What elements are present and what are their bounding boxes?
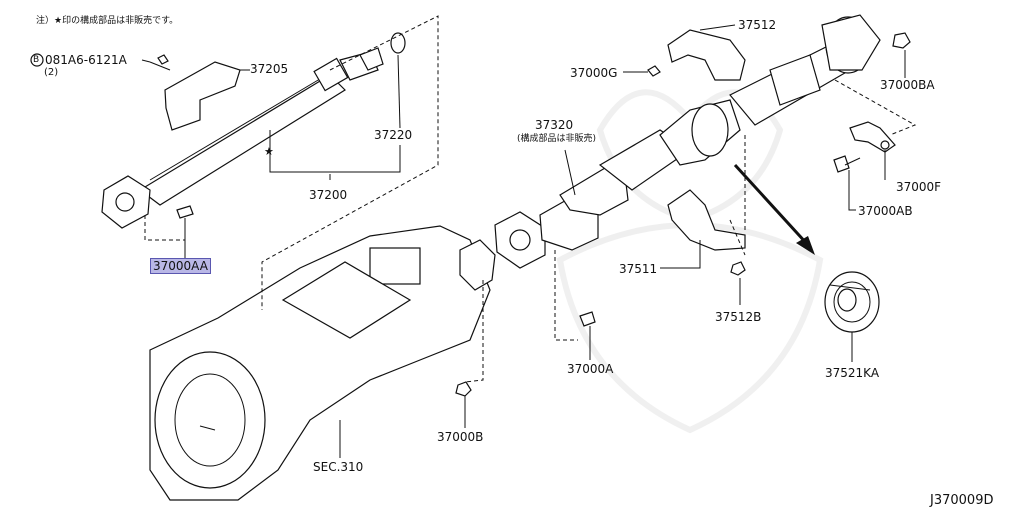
part-label-37521KA[interactable]: 37521KA: [825, 366, 880, 380]
part-label-37000A[interactable]: 37000A: [567, 362, 614, 376]
leader-lines: [141, 15, 917, 458]
part-label-37000AB[interactable]: 37000AB: [858, 204, 913, 218]
part-label-37000AA[interactable]: 37000AA: [150, 258, 211, 274]
section-reference-310[interactable]: SEC.310: [313, 460, 364, 474]
diagram-id: J370009D: [930, 493, 994, 508]
part-label-37200[interactable]: 37200: [309, 188, 348, 202]
bearing-37521KA: [824, 271, 880, 333]
washer-plate-and-bolt: [833, 121, 896, 173]
bolt-quantity: (2): [44, 67, 59, 78]
nonsale-note: 注）★印の構成部品は非販売です。: [36, 16, 179, 26]
nut-37000B: [455, 381, 472, 397]
part-label-37220[interactable]: 37220: [374, 128, 413, 142]
circled-b-marker: [30, 53, 44, 67]
snap-ring-37220: [390, 32, 406, 54]
part-label-37320[interactable]: 37320: [535, 118, 574, 132]
rear-propeller-shaft: [494, 14, 911, 269]
part-label-37000F[interactable]: 37000F: [896, 180, 942, 194]
part-label-37512[interactable]: 37512: [738, 18, 777, 32]
transmission-assembly: [149, 225, 496, 501]
part-label-37512B[interactable]: 37512B: [715, 310, 762, 324]
part-label-37511[interactable]: 37511: [619, 262, 658, 276]
bolt-37000A: [579, 311, 596, 327]
part-label-37000B[interactable]: 37000B: [437, 430, 484, 444]
part-label-37205[interactable]: 37205: [250, 62, 289, 76]
center-bearing-brackets: [647, 29, 746, 276]
star-marker: ★: [264, 145, 274, 158]
part-label-37000G[interactable]: 37000G: [570, 66, 618, 80]
part-37320-nonsale-note: (構成部品は非販売): [517, 134, 597, 144]
part-label-37000BA[interactable]: 37000BA: [880, 78, 935, 92]
bolt-part-code[interactable]: 081A6-6121A: [45, 53, 127, 67]
circled-b-letter: B: [33, 55, 40, 65]
front-propeller-shaft: [101, 47, 384, 232]
